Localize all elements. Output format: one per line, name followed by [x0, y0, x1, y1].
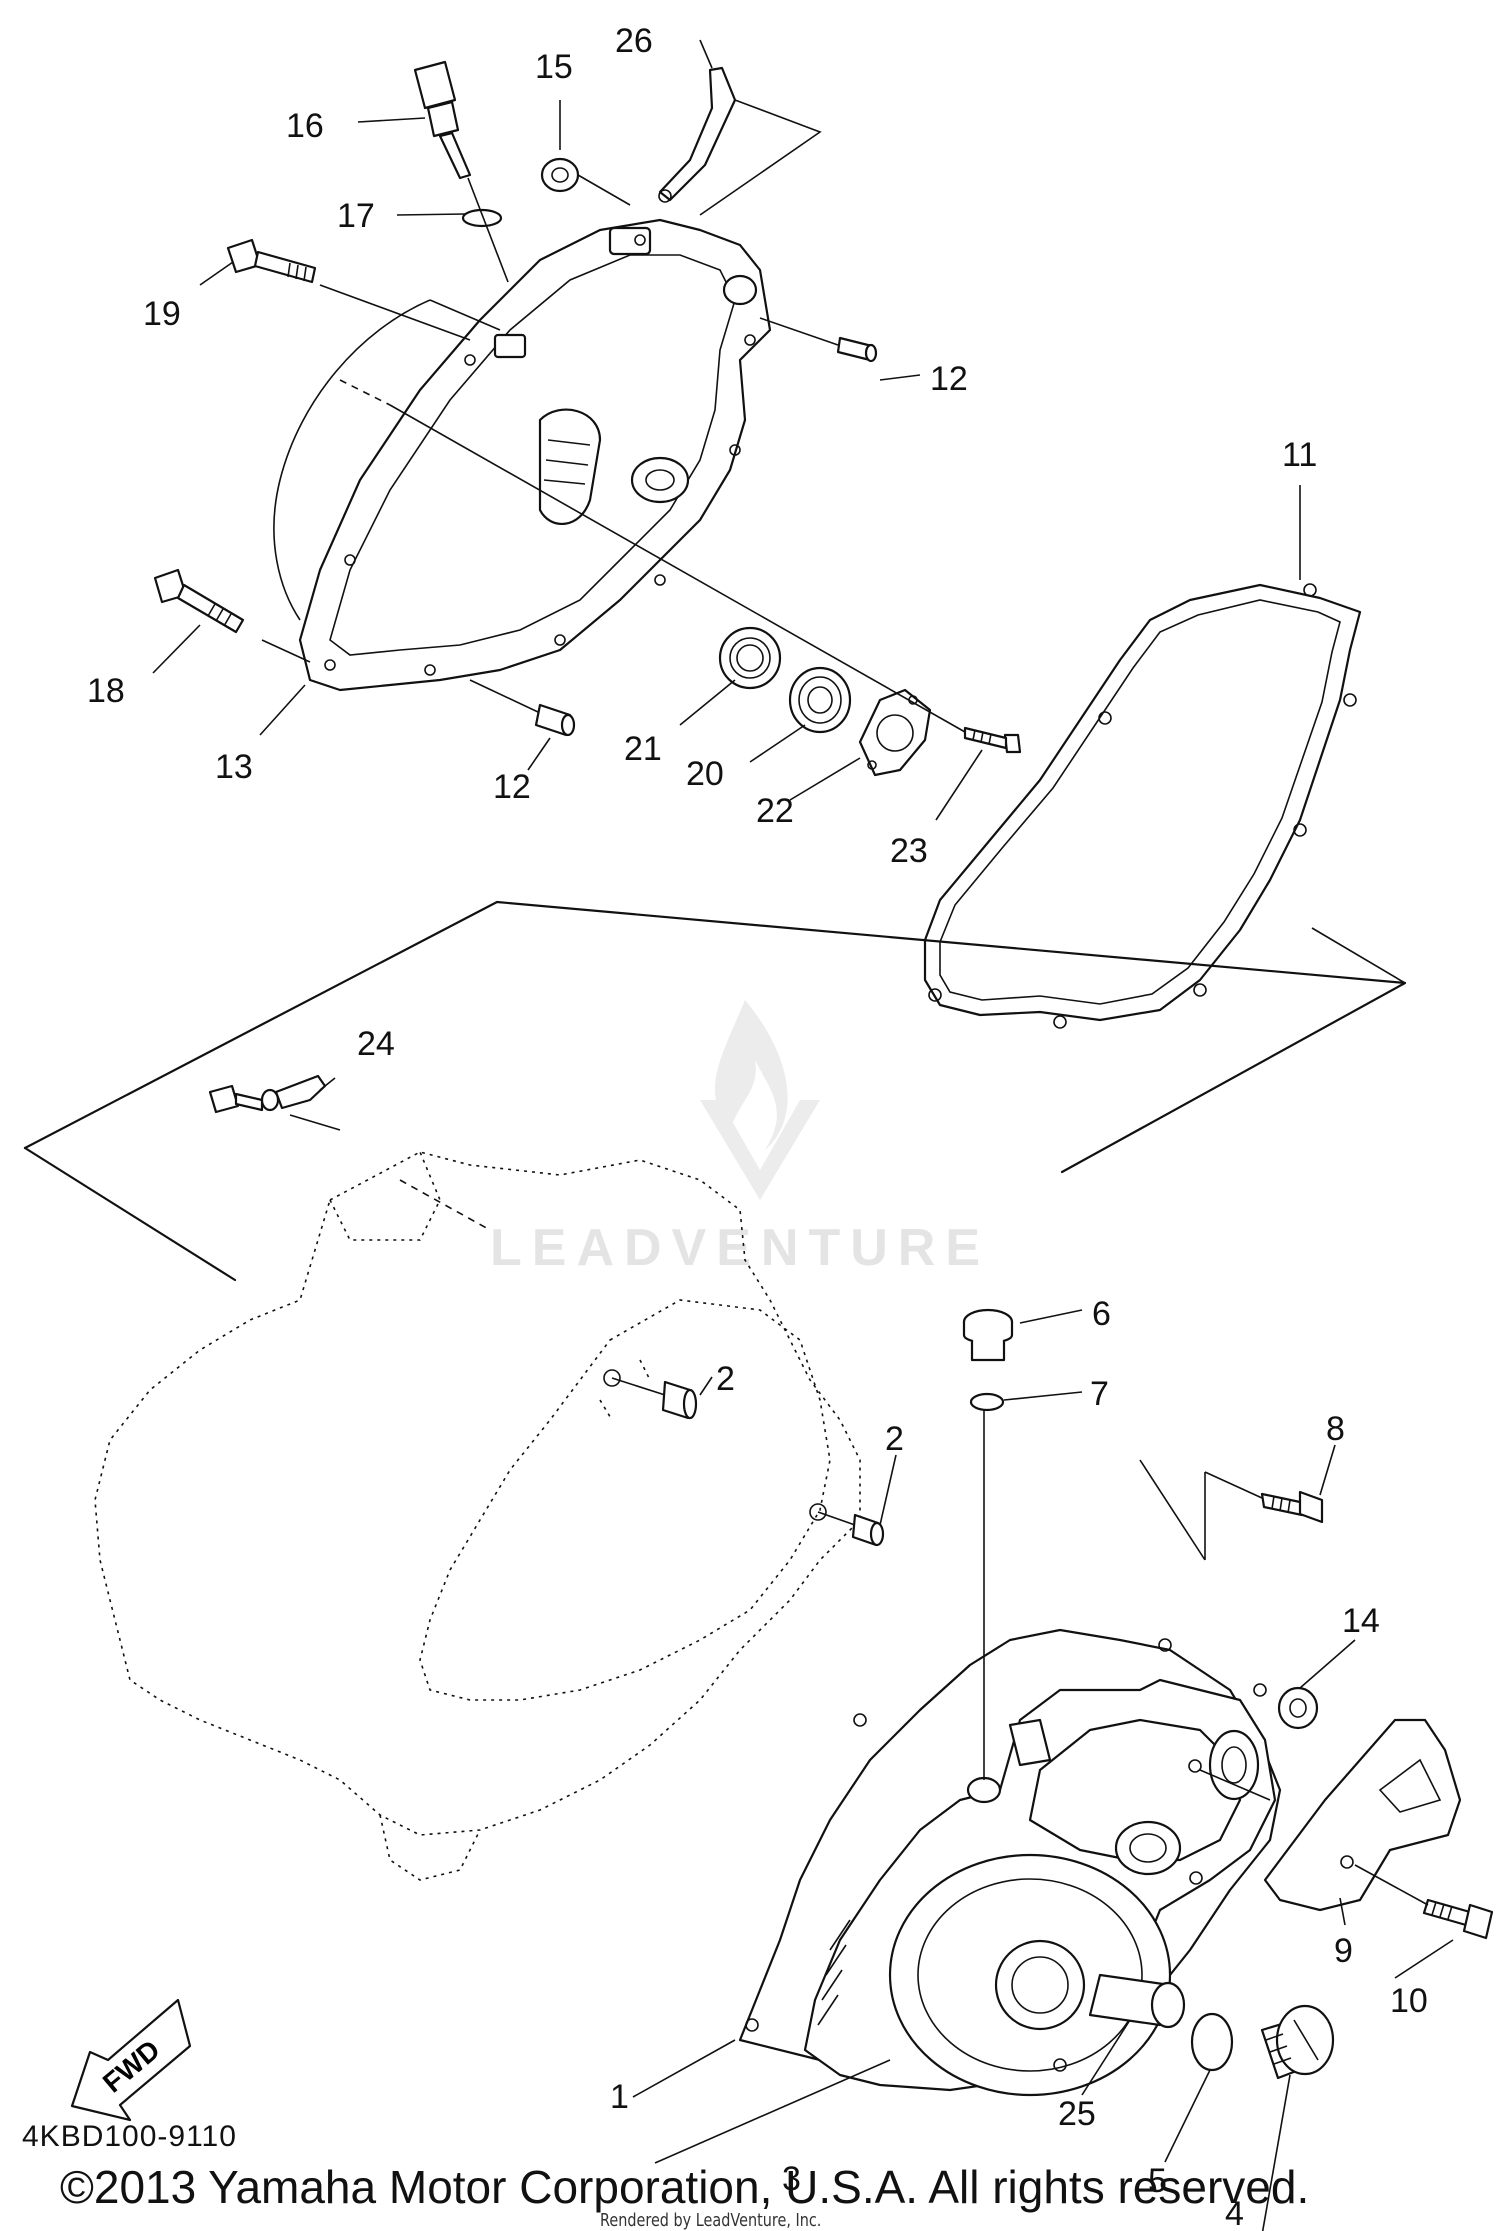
bolt-8 — [1139, 1459, 1324, 1561]
dowel-pin-12-bottom — [469, 679, 576, 737]
dowel-pin-12-top — [759, 317, 878, 363]
washer-14 — [1277, 1686, 1319, 1730]
callout-20: 20 — [686, 755, 724, 793]
callout-3: 3 — [782, 2160, 801, 2198]
watermark-text: LEADVENTURE — [490, 1219, 990, 1277]
bolt-24 — [208, 1074, 341, 1131]
callout-15: 15 — [535, 48, 573, 86]
callout-7: 7 — [1090, 1375, 1109, 1413]
callout-4: 4 — [1225, 2195, 1244, 2231]
leadventure-watermark: LEADVENTURE — [490, 1000, 990, 1277]
crankcase-cover-right — [738, 1628, 1282, 2097]
callout-8: 8 — [1326, 1410, 1345, 1448]
callout-12-bottom: 12 — [493, 768, 531, 806]
plug-4 — [1260, 2004, 1335, 2080]
retainer-plate-22 — [858, 688, 932, 777]
bolt-18 — [153, 568, 311, 663]
callout-19: 19 — [143, 295, 181, 333]
callout-11: 11 — [1282, 436, 1317, 474]
bearing-20 — [788, 666, 852, 734]
cover-plate-9 — [1188, 1718, 1462, 1912]
copyright-notice: ©2013 Yamaha Motor Corporation, U.S.A. A… — [60, 2161, 1310, 2213]
callout-13: 13 — [215, 748, 253, 786]
callout-2a: 2 — [716, 1360, 735, 1398]
engine-crankcase-ghost — [94, 1151, 861, 1881]
oil-dipstick — [413, 60, 472, 180]
callout-23: 23 — [890, 832, 928, 870]
leader-lines — [152, 39, 1454, 2231]
collar-25 — [1088, 1973, 1186, 2029]
oil-seal-15 — [540, 157, 631, 206]
rendered-by-credit: Rendered by LeadVenture, Inc. — [600, 2210, 822, 2231]
fwd-arrow-icon: FWD — [70, 1998, 192, 2122]
callout-24: 24 — [357, 1025, 395, 1063]
callout-9: 9 — [1334, 1932, 1353, 1970]
screw-23 — [963, 726, 1022, 754]
callout-2b: 2 — [885, 1420, 904, 1458]
callout-21: 21 — [624, 730, 662, 768]
flange-holes — [324, 234, 756, 676]
crankcase-cover-left — [273, 218, 772, 692]
assembly-boundary — [23, 900, 1407, 1174]
o-ring-17 — [461, 208, 503, 228]
bracket-26 — [658, 66, 822, 216]
callout-14: 14 — [1342, 1602, 1380, 1640]
callout-5: 5 — [1148, 2162, 1167, 2200]
oil-seal-21 — [718, 626, 782, 690]
callout-26: 26 — [615, 22, 653, 60]
plug-6 — [962, 1308, 1014, 1362]
o-ring-5 — [1190, 2012, 1234, 2072]
callout-numbers: 1 2 2 3 4 5 6 7 8 9 10 11 12 12 13 14 15… — [87, 22, 1428, 2231]
callout-10: 10 — [1390, 1982, 1428, 2020]
callout-22: 22 — [756, 792, 794, 830]
callout-17: 17 — [337, 197, 375, 235]
o-ring-7 — [969, 1392, 1005, 1412]
callout-6: 6 — [1092, 1295, 1111, 1333]
callout-12-top: 12 — [930, 360, 968, 398]
dowel-pin-2-left — [603, 1369, 698, 1420]
diagram-code: 4KBD100-9110 — [22, 2120, 237, 2153]
callout-25: 25 — [1058, 2095, 1096, 2133]
dowel-pin-2-right — [809, 1503, 885, 1547]
bolt-19 — [226, 238, 471, 341]
gasket-11 — [923, 583, 1362, 1029]
bolt-10 — [1354, 1864, 1494, 1940]
callout-18: 18 — [87, 672, 125, 710]
callout-1: 1 — [610, 2078, 629, 2116]
callout-16: 16 — [286, 107, 324, 145]
